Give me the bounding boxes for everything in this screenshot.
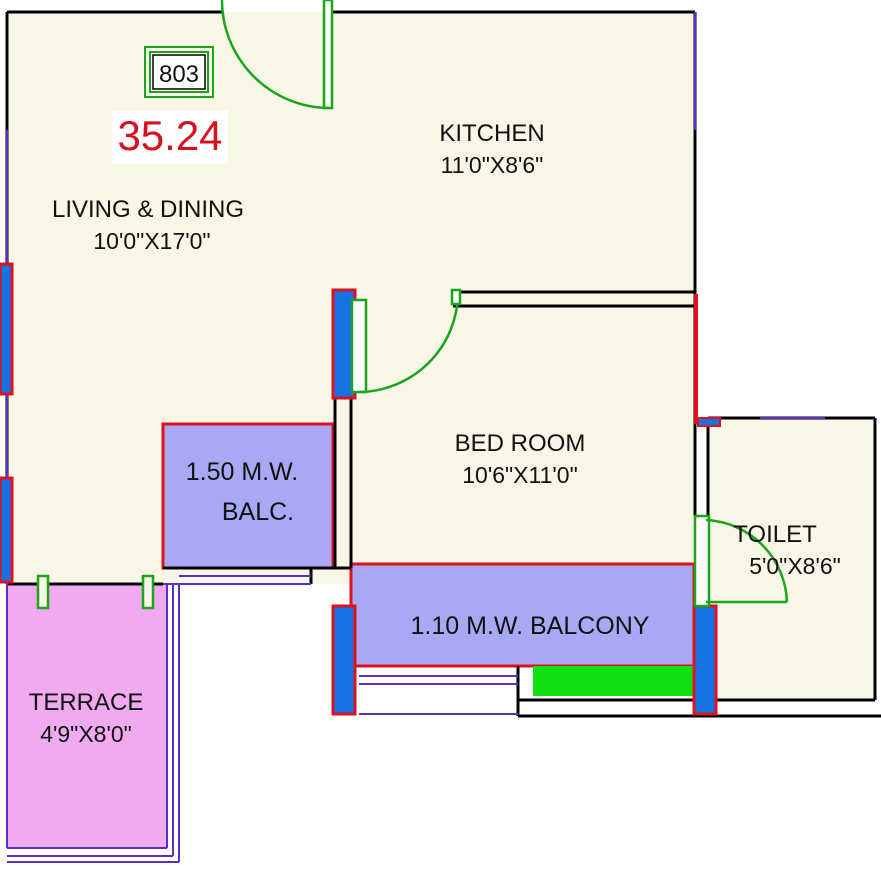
window-living-2 <box>0 476 14 584</box>
toilet-floor <box>707 418 875 700</box>
door-terrace-posts <box>36 574 155 610</box>
small-balcony <box>161 422 335 570</box>
window-toilet <box>697 417 721 427</box>
door-bedroom <box>350 288 462 394</box>
bedroom-name: BED ROOM <box>455 430 586 457</box>
terrace-floor <box>7 584 167 848</box>
living-dining-size: 10'0"X17'0" <box>93 228 210 254</box>
bedroom-floor <box>351 292 695 572</box>
unit-number-tag: 803 <box>144 46 214 98</box>
window-balcony-left <box>331 604 357 716</box>
terrace-name: TERRACE <box>29 689 144 716</box>
bedroom-size: 10'6"X11'0" <box>462 462 578 488</box>
door-entry <box>220 0 334 110</box>
carpet-area: 35.24 <box>117 112 222 159</box>
terrace-size: 4'9"X8'0" <box>40 721 132 747</box>
kitchen-name: KITCHEN <box>439 120 544 147</box>
window-balcony-right <box>692 604 718 716</box>
small-balcony-line1: 1.50 M.W. <box>186 458 299 486</box>
living-dining-name: LIVING & DINING <box>52 196 244 223</box>
kitchen-size: 11'0"X8'6" <box>441 152 544 178</box>
duct-shaft <box>533 666 694 696</box>
large-balcony-label: 1.10 M.W. BALCONY <box>411 612 650 640</box>
toilet-size: 5'0"X8'6" <box>749 553 841 579</box>
kitchen-floor <box>351 12 695 292</box>
unit-number: 803 <box>159 61 199 88</box>
small-balcony-line2: BALC. <box>222 498 294 526</box>
toilet-name: TOILET <box>733 521 817 548</box>
window-kitchen-corner <box>694 294 698 424</box>
doors <box>36 0 789 610</box>
window-living-1 <box>0 262 14 396</box>
area-background <box>112 110 228 164</box>
door-toilet <box>693 514 789 608</box>
